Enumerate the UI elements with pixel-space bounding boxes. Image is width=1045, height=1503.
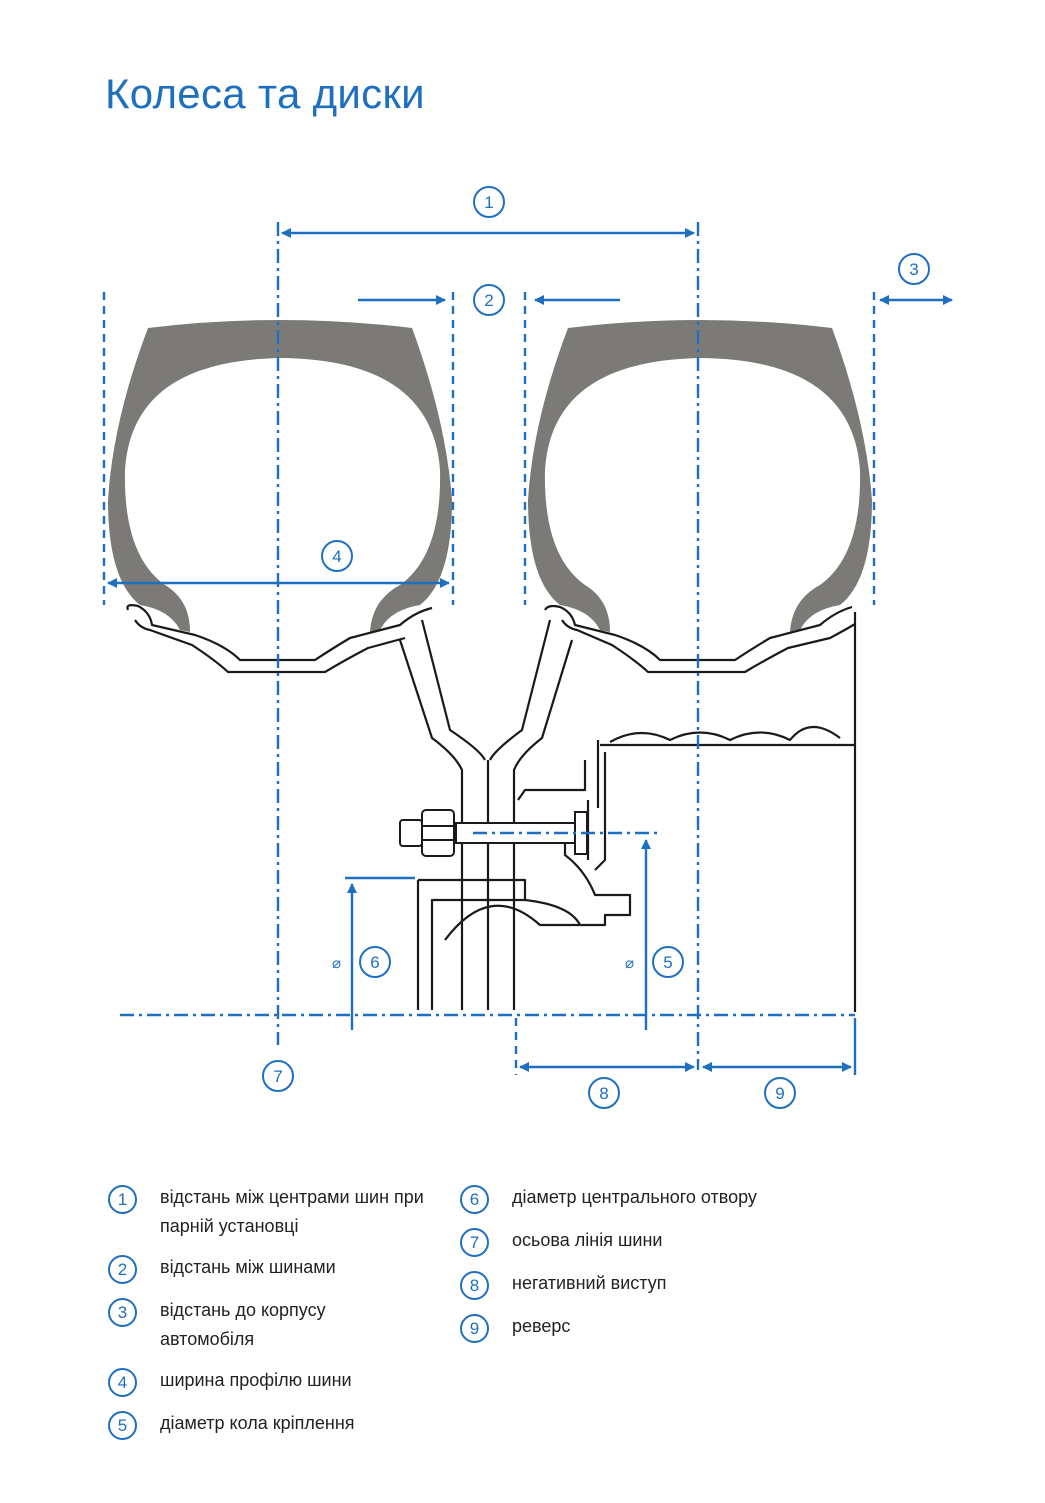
wheel-dimensions-diagram: ⌀ ⌀ 1 2 3 4 5 6 7 [102, 186, 953, 1109]
legend-item-2: 2 відстань між шинами [108, 1253, 448, 1284]
diameter-symbol-6: ⌀ [332, 955, 341, 972]
legend-badge: 1 [108, 1185, 137, 1214]
svg-text:6: 6 [370, 953, 379, 972]
svg-text:4: 4 [332, 547, 341, 566]
legend-item-5: 5 діаметр кола кріплення [108, 1409, 448, 1440]
legend-badge: 2 [108, 1255, 137, 1284]
legend-text: негативний виступ [512, 1273, 667, 1293]
legend-item-8: 8 негативний виступ [460, 1269, 820, 1300]
legend-item-7: 7 осьова лінія шини [460, 1226, 820, 1257]
legend-item-3: 3 відстань до корпусу автомобіля [108, 1296, 448, 1354]
legend-left-column: 1 відстань між центрами шин при парній у… [108, 1183, 448, 1452]
page-title: Колеса та диски [105, 70, 425, 117]
marker-9: 9 [764, 1077, 796, 1109]
legend-badge: 9 [460, 1314, 489, 1343]
legend-item-4: 4 ширина профілю шини [108, 1366, 448, 1397]
marker-5: 5 [652, 946, 684, 978]
left-tire [108, 320, 452, 632]
svg-text:1: 1 [484, 193, 493, 212]
svg-text:9: 9 [775, 1084, 784, 1103]
legend-text: ширина профілю шини [160, 1370, 352, 1390]
legend-right-column: 6 діаметр центрального отвору 7 осьова л… [460, 1183, 820, 1355]
legend-text: реверс [512, 1316, 571, 1336]
marker-3: 3 [898, 253, 930, 285]
legend-text: відстань до корпусу автомобіля [160, 1300, 326, 1349]
legend-badge: 6 [460, 1185, 489, 1214]
svg-text:8: 8 [599, 1084, 608, 1103]
dimension-lines [102, 222, 953, 1075]
marker-4: 4 [321, 540, 353, 572]
legend-badge: 7 [460, 1228, 489, 1257]
marker-7: 7 [262, 1060, 294, 1092]
legend-text: діаметр центрального отвору [512, 1187, 757, 1207]
legend-text: діаметр кола кріплення [160, 1413, 355, 1433]
diameter-symbol-5: ⌀ [625, 955, 634, 972]
legend-badge: 3 [108, 1298, 137, 1327]
legend-item-9: 9 реверс [460, 1312, 820, 1343]
rims [126, 604, 857, 1012]
marker-6: 6 [359, 946, 391, 978]
right-tire [528, 320, 872, 632]
svg-text:2: 2 [484, 291, 493, 310]
marker-2: 2 [473, 284, 505, 316]
svg-text:7: 7 [273, 1067, 282, 1086]
legend-item-6: 6 діаметр центрального отвору [460, 1183, 820, 1214]
svg-text:5: 5 [663, 953, 672, 972]
legend-text: осьова лінія шини [512, 1230, 663, 1250]
legend-item-1: 1 відстань між центрами шин при парній у… [108, 1183, 448, 1241]
legend-badge: 8 [460, 1271, 489, 1300]
legend-badge: 4 [108, 1368, 137, 1397]
svg-text:3: 3 [909, 260, 918, 279]
legend-text: відстань між центрами шин при парній уст… [160, 1187, 424, 1236]
legend-text: відстань між шинами [160, 1257, 336, 1277]
marker-1: 1 [473, 186, 505, 218]
legend-badge: 5 [108, 1411, 137, 1440]
marker-8: 8 [588, 1077, 620, 1109]
